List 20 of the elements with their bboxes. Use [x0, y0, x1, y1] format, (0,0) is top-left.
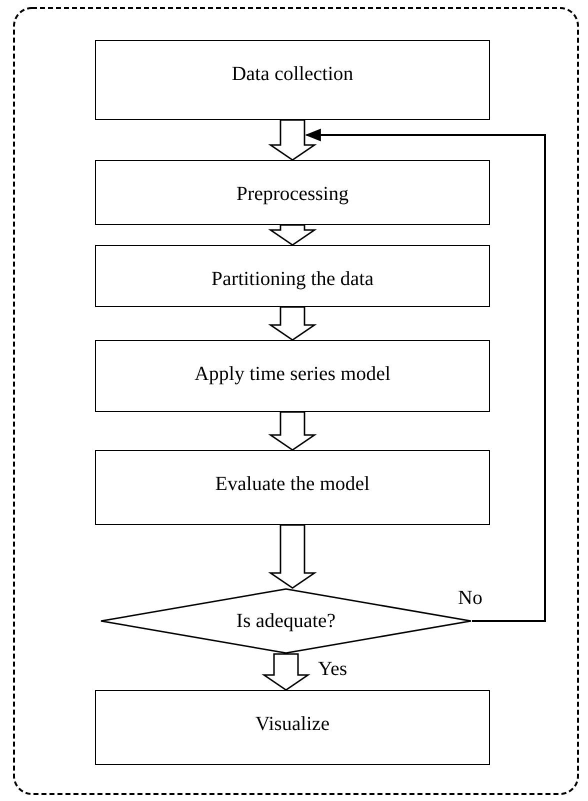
step-label: Data collection	[232, 63, 354, 86]
block-arrow	[268, 306, 317, 341]
block-arrow	[268, 119, 317, 161]
process-box	[95, 450, 490, 525]
process-box	[95, 340, 490, 412]
process-box	[95, 690, 490, 765]
process-box	[95, 245, 490, 307]
step-label: Apply time series model	[194, 363, 391, 386]
feedback-arrow	[304, 128, 546, 622]
block-arrow	[268, 524, 317, 589]
step-label: Is adequate?	[236, 610, 336, 632]
step-label: Visualize	[255, 713, 330, 736]
process-box	[95, 40, 490, 120]
step-label: Partitioning the data	[211, 268, 374, 291]
block-arrow	[268, 224, 317, 246]
block-arrow	[262, 653, 310, 691]
step-label: Preprocessing	[236, 183, 349, 206]
step-label: Evaluate the model	[215, 473, 370, 496]
process-box	[95, 160, 490, 225]
block-arrow	[268, 411, 317, 451]
